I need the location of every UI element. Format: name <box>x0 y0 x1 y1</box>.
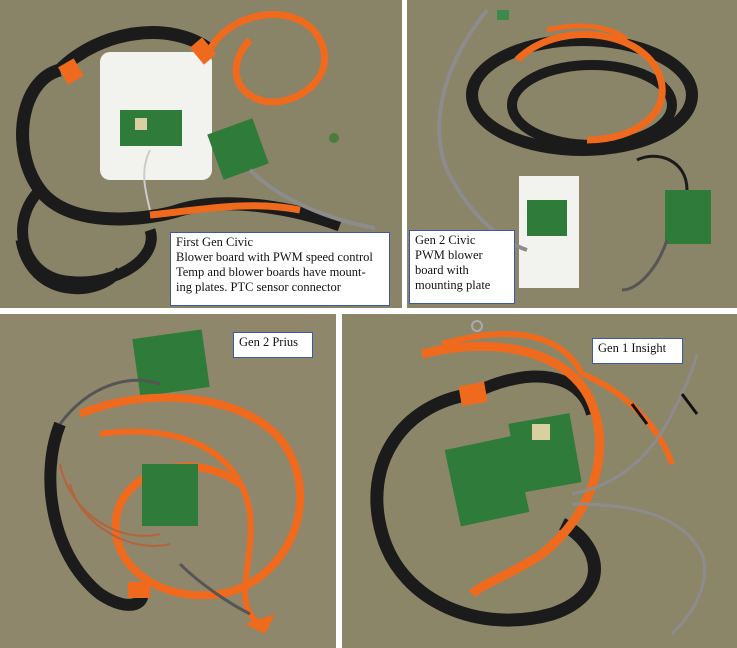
caption-line: Gen 2 Civic <box>415 233 476 247</box>
blower-board <box>444 435 530 527</box>
caption-first-gen-civic: First Gen Civic Blower board with PWM sp… <box>170 232 390 306</box>
blower-board <box>132 329 210 397</box>
photo-first-gen-civic <box>0 0 402 308</box>
caption-line: Blower board with PWM speed control <box>176 250 373 264</box>
pwm-board <box>142 464 198 526</box>
caption-gen2-civic: Gen 2 Civic PWM blower board with mounti… <box>409 230 515 304</box>
temp-board <box>508 413 582 493</box>
pwm-board <box>665 190 711 244</box>
blower-board <box>527 200 567 236</box>
first-gen-civic-harness-image <box>0 0 402 308</box>
caption-line: ing plates. PTC sensor connector <box>176 280 341 294</box>
caption-line: Gen 2 Prius <box>239 335 299 349</box>
caption-gen1-insight: Gen 1 Insight <box>592 338 683 364</box>
caption-line: mounting plate <box>415 278 491 292</box>
blower-board <box>120 110 182 146</box>
photo-gen1-insight <box>342 314 737 648</box>
temp-board <box>207 118 269 180</box>
photo-gen2-prius <box>0 314 336 648</box>
gen1-insight-harness-image <box>342 314 737 648</box>
caption-line: Gen 1 Insight <box>598 341 667 355</box>
caption-line: PWM blower <box>415 248 483 262</box>
caption-line: board with <box>415 263 469 277</box>
gen2-prius-harness-image <box>0 314 336 648</box>
caption-line: First Gen Civic <box>176 235 254 249</box>
caption-gen2-prius: Gen 2 Prius <box>233 332 313 358</box>
caption-line: Temp and blower boards have mount- <box>176 265 366 279</box>
